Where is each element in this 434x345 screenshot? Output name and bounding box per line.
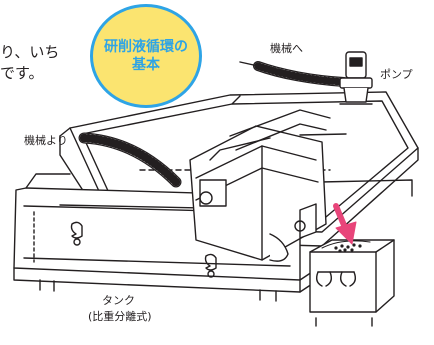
separator-unit xyxy=(189,109,331,262)
label-to-machine: 機械へ xyxy=(270,42,303,55)
label-tank-type: (比重分離式) xyxy=(88,310,152,323)
intro-text: り、いち です。 xyxy=(0,42,59,84)
topic-badge: 研削液循環の 基本 xyxy=(90,4,202,108)
tank-handles xyxy=(70,221,217,278)
badge-line-1: 研削液循環の xyxy=(104,39,188,55)
filter-box xyxy=(309,239,395,327)
badge-line-2: 基本 xyxy=(132,57,160,73)
intro-line-2: です。 xyxy=(0,64,44,82)
label-pump: ポンプ xyxy=(380,68,413,81)
intro-line-1: り、いち xyxy=(0,43,60,61)
label-from-machine: 機械より xyxy=(24,134,68,147)
label-tank: タンク xyxy=(102,294,135,307)
pump-icon xyxy=(339,51,373,105)
hose-from-machine xyxy=(78,132,182,188)
flow-arrow xyxy=(333,203,357,245)
hose-to-machine xyxy=(239,61,349,87)
